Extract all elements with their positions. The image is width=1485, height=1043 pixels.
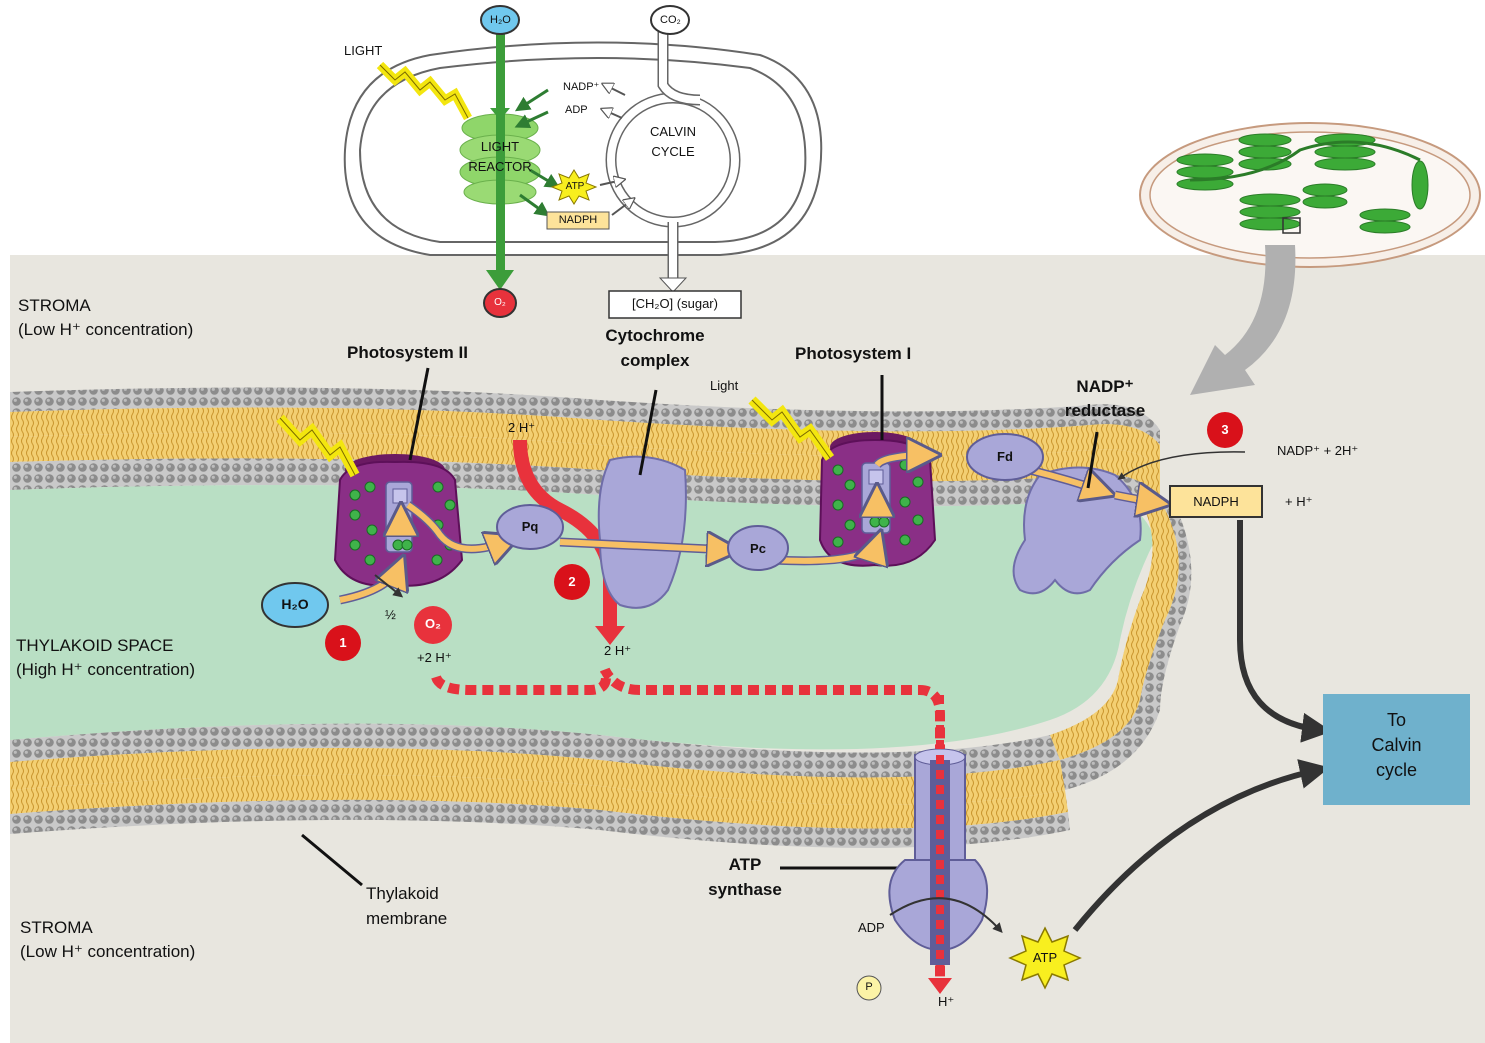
overview-reactor-label-2: REACTOR — [468, 159, 532, 174]
cytochrome-label-1: Cytochrome — [605, 326, 705, 345]
two-h-top-label: 2 H⁺ — [508, 420, 536, 435]
pc-carrier — [727, 525, 789, 571]
overview-h2o-label: H₂O — [490, 14, 511, 26]
step-1-label: 1 — [339, 635, 347, 650]
to-calvin-label-3: cycle — [1375, 760, 1417, 780]
overview-chloroplast — [343, 5, 823, 319]
stroma-top-label-2: (Low H⁺ concentration) — [18, 320, 194, 339]
fd-label: Fd — [997, 449, 1013, 464]
proton-gradient-path — [431, 667, 945, 985]
h2o-label: H₂O — [281, 596, 309, 612]
overview-o2-bubble — [483, 288, 517, 318]
atp-synthase-label-2: synthase — [708, 880, 782, 899]
overview-calvin-label-1: CALVIN — [650, 124, 696, 139]
half-label: ½ — [385, 607, 396, 622]
adp-label: ADP — [858, 920, 885, 935]
nadp-reductase-label-1: NADP⁺ — [1076, 377, 1134, 396]
thylakoid-space-label-2: (High H⁺ concentration) — [16, 660, 196, 679]
light-label: Light — [710, 378, 739, 393]
step-3-label: 3 — [1221, 422, 1229, 437]
overview-calvin-label-2: CYCLE — [651, 144, 695, 159]
step-badge-3 — [1207, 412, 1243, 448]
phosphate-label: P — [865, 981, 873, 993]
overview-sugar-box — [608, 290, 742, 319]
atp-star — [1008, 926, 1082, 990]
plus-2h-label: +2 H⁺ — [417, 650, 452, 665]
pq-label: Pq — [521, 519, 539, 534]
stroma-bottom-label-2: (Low H⁺ concentration) — [20, 942, 196, 961]
stroma-top-label-1: STROMA — [18, 296, 91, 315]
overview-nadp-label: NADP⁺ — [563, 81, 600, 93]
pq-carrier — [496, 504, 564, 550]
phosphate-circle — [856, 975, 882, 1001]
thylakoid-membrane-label-2: membrane — [366, 909, 448, 928]
h-plus-label: H⁺ — [938, 994, 955, 1009]
atp-synthase-label-1: ATP — [728, 855, 762, 874]
nadph-box — [1169, 485, 1263, 518]
step-2-label: 2 — [568, 574, 576, 589]
to-calvin-label-2: Calvin — [1371, 735, 1422, 755]
overview-reactor-label-1: LIGHT — [480, 139, 520, 154]
cytochrome-label-2: complex — [620, 351, 690, 370]
to-calvin-box — [1323, 694, 1470, 805]
nadp-reductase-label-2: reductase — [1064, 401, 1146, 420]
fd-carrier — [966, 433, 1044, 481]
overview-nadph-label: NADPH — [558, 214, 598, 226]
curved-membrane — [1050, 500, 1192, 790]
step-badge-2 — [554, 564, 590, 600]
two-h-bottom-label: 2 H⁺ — [604, 643, 632, 658]
stroma-bottom-label-1: STROMA — [20, 918, 93, 937]
o2-label: O₂ — [425, 616, 441, 631]
atp-label: ATP — [1032, 950, 1058, 965]
cytochrome-complex — [597, 455, 687, 609]
to-calvin-label-1: To — [1386, 710, 1406, 730]
thylakoid-space-label-1: THYLAKOID SPACE — [16, 636, 174, 655]
overview-adp-label: ADP — [565, 104, 588, 116]
step-badge-1 — [325, 625, 361, 661]
overview-o2-label: O₂ — [494, 297, 506, 308]
overview-nadph-box — [546, 211, 610, 230]
photosystem-ii-label: Photosystem II — [347, 343, 468, 362]
overview-atp-label: ATP — [565, 181, 585, 192]
overview-h2o-bubble — [480, 5, 520, 35]
nadph-label: NADPH — [1193, 494, 1239, 509]
chloroplast-inset — [1139, 122, 1481, 395]
photosystem-i-label: Photosystem I — [795, 344, 912, 363]
lower-membrane — [10, 723, 1070, 848]
overview-light-label: LIGHT — [344, 43, 383, 58]
overview-co2-label: CO₂ — [660, 14, 681, 26]
overview-co2-bubble — [650, 5, 690, 35]
nadp-2h-label: NADP⁺ + 2H⁺ — [1277, 443, 1359, 458]
pc-label: Pc — [750, 541, 766, 556]
h2o-bubble — [261, 582, 329, 628]
thylakoid-membrane-label-1: Thylakoid — [366, 884, 439, 903]
o2-bubble — [414, 606, 452, 644]
plus-h-label: + H⁺ — [1285, 494, 1313, 509]
overview-sugar-label: [CH₂O] (sugar) — [632, 296, 718, 311]
overview-atp-star — [550, 169, 598, 205]
